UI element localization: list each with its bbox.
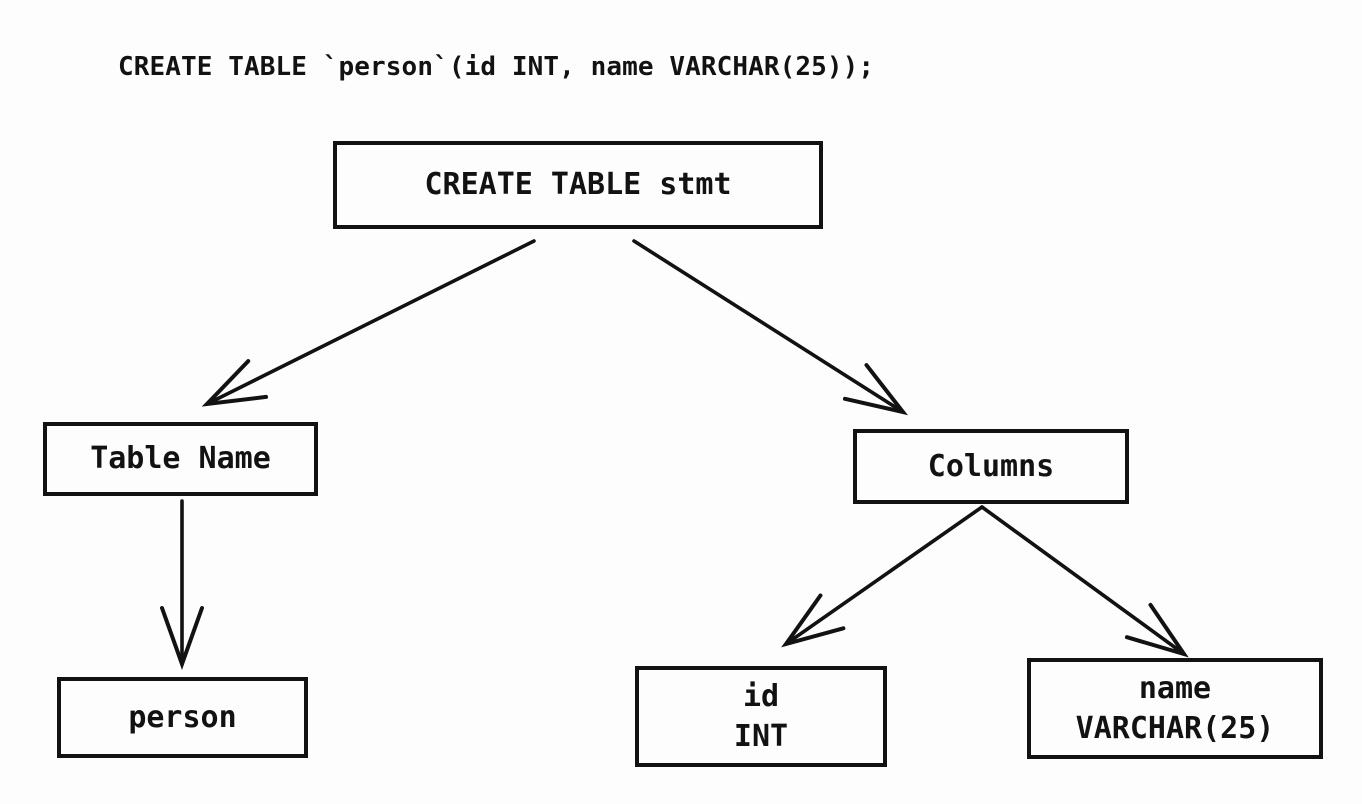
- node-create-table-stmt-label: CREATE TABLE stmt: [424, 167, 732, 203]
- node-column-id-name: id: [742, 678, 780, 714]
- edge-columns-to-column-name: [980, 505, 1189, 658]
- node-columns: Columns: [853, 429, 1129, 504]
- node-columns-label: Columns: [927, 448, 1055, 484]
- node-table-name: Table Name: [43, 422, 318, 496]
- edge-root-to-columns: [632, 239, 909, 416]
- edge-columns-to-column-id: [781, 505, 984, 648]
- node-table-name-label: Table Name: [90, 441, 271, 477]
- node-column-id-type: INT: [733, 718, 789, 754]
- node-column-name: name VARCHAR(25): [1027, 658, 1323, 759]
- node-person-label: person: [128, 699, 237, 735]
- node-column-name-name: name: [1138, 670, 1212, 706]
- node-person: person: [57, 677, 308, 758]
- edge-root-to-table-name: [201, 239, 536, 407]
- node-column-id: id INT: [635, 666, 887, 767]
- node-column-name-type: VARCHAR(25): [1075, 710, 1275, 746]
- node-create-table-stmt: CREATE TABLE stmt: [333, 141, 823, 229]
- sql-statement-text: CREATE TABLE `person`(id INT, name VARCH…: [118, 52, 875, 82]
